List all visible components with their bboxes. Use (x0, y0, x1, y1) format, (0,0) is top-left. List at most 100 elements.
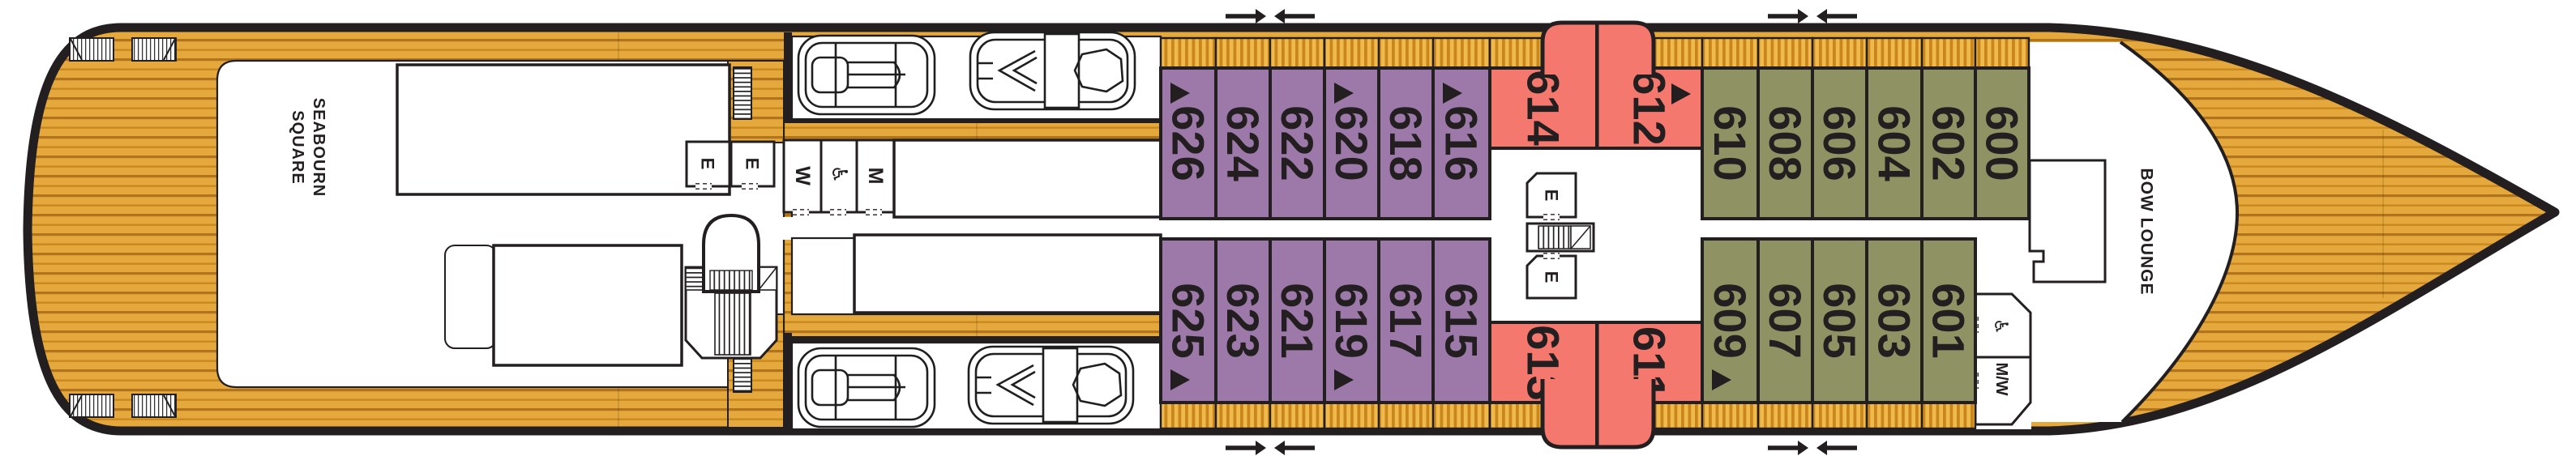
cabin-number-label: 621 (1272, 283, 1323, 358)
cabin-number-label: 601 (1923, 283, 1975, 358)
cabin-balcony (1323, 36, 1380, 70)
cabin-616[interactable]: 616 (1431, 36, 1491, 220)
elevator-room-aft-1 (685, 140, 731, 188)
connecting-arrows-icon (1768, 441, 1857, 455)
cabin-618[interactable]: 618 (1377, 36, 1435, 220)
cabin-number-label: 608 (1760, 105, 1811, 181)
cabin-620[interactable]: 620 (1323, 36, 1380, 220)
cabin-615[interactable]: 615 (1431, 237, 1491, 430)
cabin-balcony (1377, 36, 1435, 70)
cabin-balcony (1701, 401, 1760, 430)
direction-triangle-icon (1170, 369, 1190, 390)
womens-wc-label: W (791, 166, 814, 185)
cabin-balcony (1159, 401, 1217, 430)
square-sofa (444, 245, 497, 349)
elevator-label: E (698, 158, 718, 170)
wc-accessible-room (819, 139, 858, 214)
connecting-arrows-icon (1768, 9, 1857, 23)
cabin-number-label: 622 (1272, 105, 1323, 181)
cabin-balcony (1214, 401, 1272, 430)
cabin-number-label: 603 (1869, 283, 1920, 358)
cabin-balcony (1920, 401, 1977, 430)
cabin-number-label: 618 (1380, 105, 1431, 181)
cabin-601[interactable]: 601 (1920, 237, 1977, 430)
mid-upper-room (892, 139, 1162, 219)
cabin-number-label: 620 (1326, 105, 1377, 181)
midship-core (1525, 172, 1595, 300)
cabin-621[interactable]: 621 (1269, 237, 1326, 430)
sun-loungers (69, 37, 177, 418)
zodiac-boat-icon (969, 31, 1136, 111)
cabin-balcony (1865, 36, 1923, 70)
mid-lower-room (853, 233, 1162, 314)
tender-boat-icon (797, 347, 936, 428)
cabin-balcony (1323, 401, 1380, 430)
direction-triangle-icon (1712, 369, 1731, 390)
cabin-622[interactable]: 622 (1269, 36, 1326, 220)
cabin-625[interactable]: 625 (1159, 237, 1217, 430)
cabin-body (1811, 66, 1868, 220)
connecting-arrows-icon (1226, 441, 1315, 455)
midship-core-area (1488, 148, 1705, 324)
elevator-label: E (742, 158, 763, 170)
cabin-606[interactable]: 606 (1811, 36, 1868, 220)
cabin-604[interactable]: 604 (1865, 36, 1923, 220)
cabin-body (1595, 66, 1704, 150)
cabin-balcony (1974, 36, 2030, 70)
side-stair-top (733, 66, 752, 120)
bow-pantry-room (2028, 159, 2107, 283)
bow-lounge-label: BOW LOUNGE (2137, 168, 2156, 296)
cabin-619[interactable]: 619 (1323, 237, 1380, 430)
cabin-609[interactable]: 609 (1701, 237, 1760, 430)
cabin-balcony (1920, 36, 1977, 70)
cabin-body (1701, 66, 1760, 220)
cabin-balcony (1269, 401, 1326, 430)
cabin-617[interactable]: 617 (1377, 237, 1435, 430)
cabin-610[interactable]: 610 (1701, 36, 1760, 220)
seabourn-square-label: SEABOURN (310, 98, 327, 197)
direction-triangle-icon (1671, 83, 1691, 104)
cabin-balcony (1757, 401, 1814, 430)
cabin-balcony (1431, 36, 1491, 70)
cabin-number-label: 610 (1705, 105, 1756, 181)
cabin-624[interactable]: 624 (1214, 36, 1272, 220)
direction-triangle-icon (1170, 83, 1190, 104)
cabin-607[interactable]: 607 (1757, 237, 1814, 430)
direction-triangle-icon (1443, 83, 1462, 104)
cabin-number-label: 624 (1217, 105, 1269, 181)
cabin-body (1974, 66, 2030, 220)
elevator-label: E (1542, 190, 1562, 202)
cabin-number-label: 614 (1518, 70, 1569, 145)
boat-bay-walls (784, 32, 1161, 433)
cabin-balcony (1811, 401, 1868, 430)
cabin-number-label: 606 (1814, 105, 1865, 181)
cabin-body (1269, 66, 1326, 220)
wheelchair-icon: ♿ (827, 164, 851, 183)
cabin-603[interactable]: 603 (1865, 237, 1923, 430)
cabin-623[interactable]: 623 (1214, 237, 1272, 430)
cabin-balcony (1701, 36, 1760, 70)
cabin-608[interactable]: 608 (1757, 36, 1814, 220)
cabin-balcony (1431, 401, 1491, 430)
cabin-number-label: 619 (1326, 283, 1377, 358)
cabin-602[interactable]: 602 (1920, 36, 1977, 220)
cabin-balcony (1865, 401, 1923, 430)
elevator-label: E (1542, 271, 1562, 283)
cabin-body (1377, 66, 1435, 220)
cabin-body (1757, 237, 1814, 404)
red-suite-bumps (1540, 20, 1656, 450)
connecting-arrows-icon (1226, 9, 1315, 23)
cabin-body (1488, 66, 1598, 150)
cabin-605[interactable]: 605 (1811, 237, 1868, 430)
cabin-626[interactable]: 626 (1159, 36, 1217, 220)
main-stairwell (684, 213, 778, 360)
cabin-number-label: 616 (1436, 105, 1487, 181)
cabin-body (1757, 66, 1814, 220)
cabin-balcony (1757, 36, 1814, 70)
wheelchair-icon: ♿ (1990, 318, 2011, 335)
labels: SEABOURN SQUARE BOW LOUNGE E E E E W ♿ M… (289, 98, 2156, 396)
cabin-600[interactable]: 600 (1974, 36, 2030, 220)
cabin-balcony (1269, 36, 1326, 70)
